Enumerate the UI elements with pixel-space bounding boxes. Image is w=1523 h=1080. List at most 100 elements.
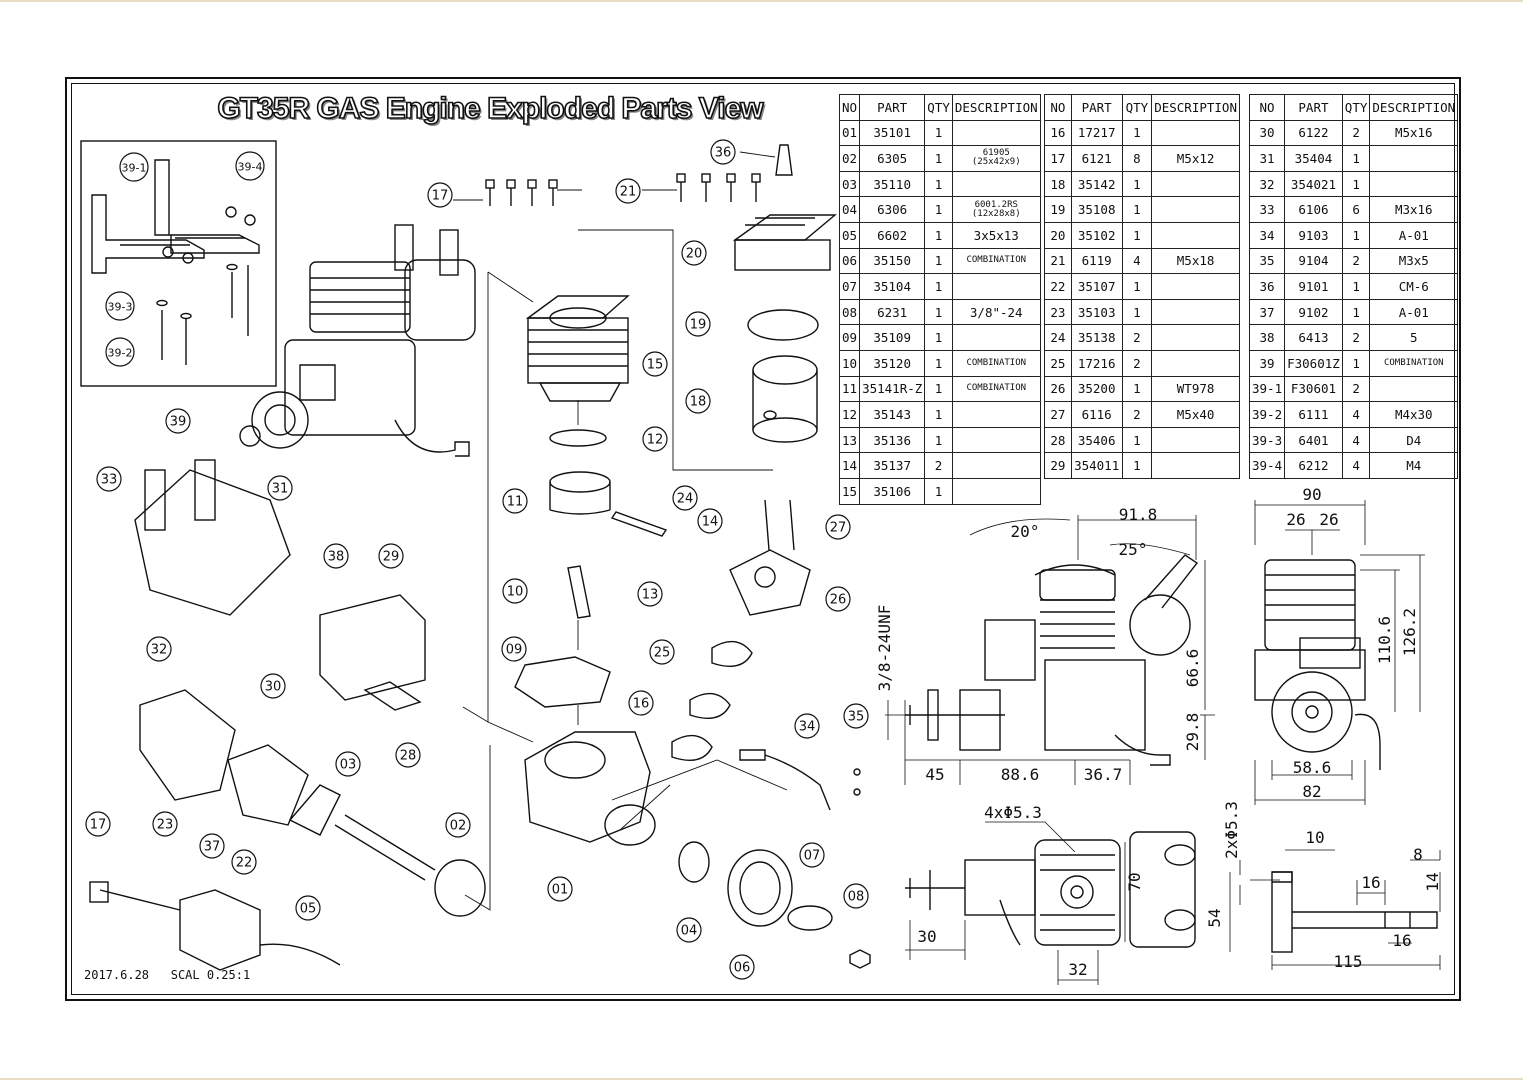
drawing-border	[65, 77, 1461, 1001]
cell-part: 35404	[1284, 145, 1343, 172]
cell-no: 19	[1044, 196, 1072, 223]
bolts-17	[485, 179, 558, 206]
callout-label: 33	[101, 473, 118, 488]
spark-plug-art	[775, 144, 793, 176]
front-view-dimension: 26	[1319, 510, 1338, 529]
cell-no: 27	[1044, 401, 1072, 428]
callout-24: 24	[672, 485, 698, 511]
cell-desc	[1151, 452, 1240, 479]
callout-label: 17	[90, 818, 107, 833]
cell-part: 354021	[1284, 170, 1343, 198]
cell-no: 39-2	[1248, 401, 1286, 428]
cell-qty: 1	[1341, 349, 1371, 377]
footer-scale: SCAL 0.25:1	[170, 968, 251, 982]
bracket-view-dimension: 14	[1423, 872, 1442, 891]
header-qty: QTY	[1341, 94, 1371, 121]
header-no: NO	[838, 94, 861, 121]
cell-qty: 4	[1121, 247, 1153, 275]
cell-no: 21	[1044, 247, 1072, 275]
cell-no: 34	[1248, 221, 1286, 249]
cell-part: F30601	[1284, 375, 1343, 403]
callout-06: 06	[729, 954, 755, 980]
bracket-view-dimension: 2xΦ5.3	[1222, 801, 1241, 859]
callout-33: 33	[96, 466, 122, 492]
callout-13: 13	[637, 581, 663, 607]
top-view-dimension: 30	[917, 927, 936, 946]
bracket-dimension-lines	[1229, 849, 1441, 970]
callout-30: 30	[260, 673, 286, 699]
callout-12: 12	[642, 426, 668, 452]
cell-desc: M4	[1369, 452, 1459, 479]
bracket-detail-art	[1271, 871, 1438, 953]
cell-part: 35150	[859, 247, 926, 275]
cell-qty: 1	[1121, 452, 1153, 479]
front-view-dimension: 58.6	[1293, 758, 1332, 777]
cell-part: 35143	[859, 401, 926, 428]
cell-part: 6116	[1070, 401, 1123, 428]
callout-16: 16	[628, 690, 654, 716]
callout-label: 36	[715, 146, 732, 161]
callout-label: 39	[170, 415, 187, 430]
callout-label: 39-3	[108, 301, 133, 314]
cell-no: 39-3	[1248, 426, 1286, 454]
cell-part: 35406	[1070, 426, 1123, 454]
side-view-dimension: 20°	[1011, 522, 1040, 541]
cell-no: 16	[1044, 119, 1072, 147]
bracket-view-dimension: 16	[1361, 873, 1380, 892]
callout-label: 05	[300, 902, 317, 917]
callout-label: 30	[265, 680, 282, 695]
leader-lines	[453, 151, 788, 911]
bracket-view-dimension: 8	[1413, 845, 1423, 864]
cell-desc	[951, 170, 1041, 198]
assembled-engine-art	[239, 224, 476, 457]
table-header-row: NO PART QTY DESCRIPTION	[1248, 94, 1459, 121]
crankcase-art	[524, 731, 656, 846]
cell-no: 17	[1044, 145, 1072, 172]
callout-02: 02	[445, 812, 471, 838]
cell-no: 26	[1044, 375, 1072, 403]
callout-label: 25	[654, 646, 671, 661]
cell-desc: 3x5x13	[951, 221, 1041, 249]
footer-date: 2017.6.28	[84, 968, 150, 982]
cell-desc	[1151, 119, 1240, 147]
cell-part: 6212	[1284, 452, 1343, 479]
callout-label: 38	[328, 550, 345, 565]
cell-desc	[951, 452, 1041, 479]
header-part: PART	[859, 94, 926, 121]
cell-qty: 1	[924, 221, 953, 249]
bracket-view-dimension: 10	[1305, 828, 1324, 847]
callout-label: 21	[620, 185, 637, 200]
cell-part: 9103	[1284, 221, 1343, 249]
callout-label: 39-4	[238, 161, 263, 174]
header-description: DESCRIPTION	[1151, 94, 1240, 121]
callout-39: 39	[165, 408, 191, 434]
cell-part: 17216	[1070, 349, 1123, 377]
callout-37: 37	[199, 833, 225, 859]
side-view-dimension: 91.8	[1119, 505, 1158, 524]
mount-plates-art	[671, 640, 753, 761]
callout-label: 24	[677, 492, 694, 507]
side-view-dimension: 36.7	[1084, 765, 1123, 784]
starter-cover-art	[139, 689, 309, 826]
callout-label: 10	[507, 585, 524, 600]
cell-part: 6121	[1070, 145, 1123, 172]
side-view-dimension: 66.6	[1183, 649, 1202, 688]
callout-23: 23	[152, 811, 178, 837]
callout-label: 23	[157, 818, 174, 833]
callout-label: 22	[236, 856, 253, 871]
cell-no: 31	[1248, 145, 1286, 172]
